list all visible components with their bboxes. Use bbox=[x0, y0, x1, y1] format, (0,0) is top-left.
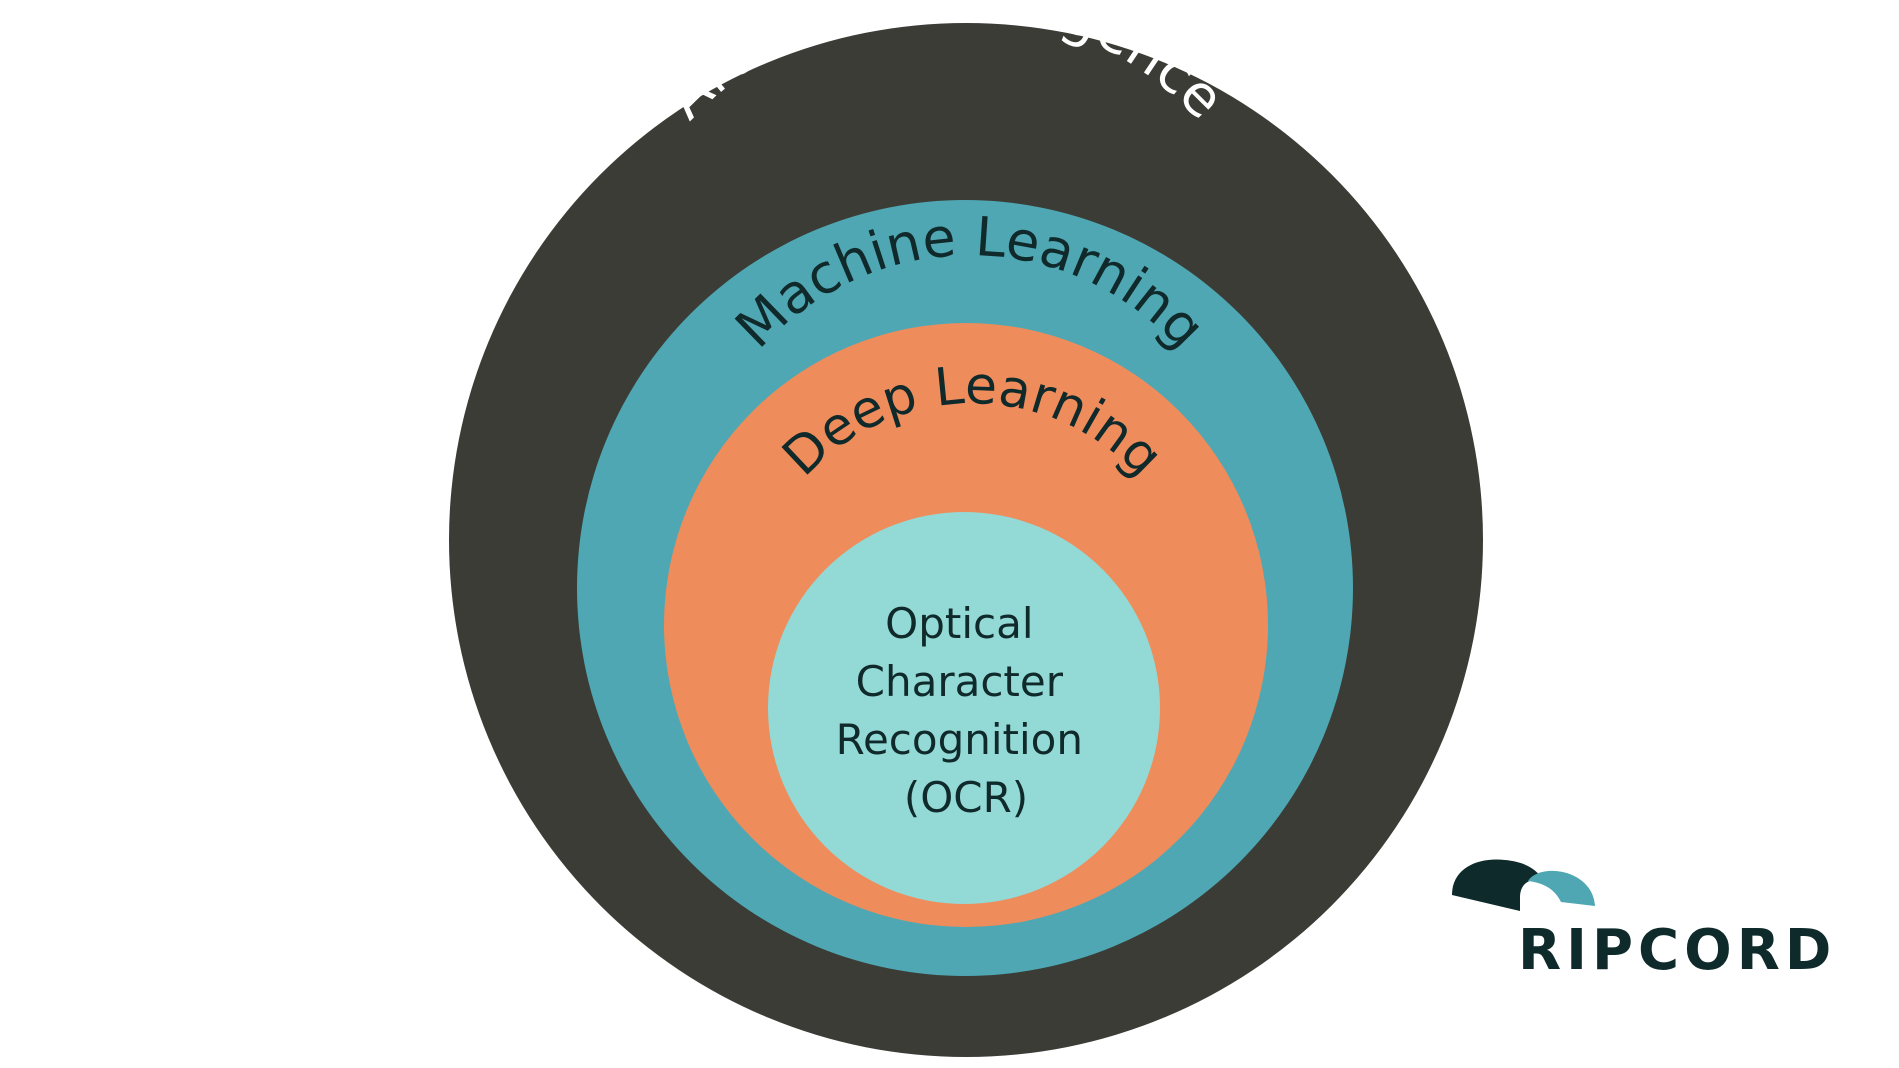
ripcord-logo: RIPCORD bbox=[1452, 859, 1836, 983]
ocr-label-line-2: Character bbox=[856, 657, 1064, 706]
ripcord-wordmark: RIPCORD bbox=[1518, 918, 1836, 983]
ocr-circle bbox=[768, 512, 1160, 904]
ocr-label-line-1: Optical bbox=[885, 599, 1033, 648]
ocr-label: Optical Character Recognition (OCR) bbox=[836, 599, 1097, 822]
ocr-label-line-4: (OCR) bbox=[904, 773, 1028, 822]
ocr-label-line-3: Recognition bbox=[836, 715, 1083, 764]
ripcord-arch-icon bbox=[1452, 859, 1595, 911]
